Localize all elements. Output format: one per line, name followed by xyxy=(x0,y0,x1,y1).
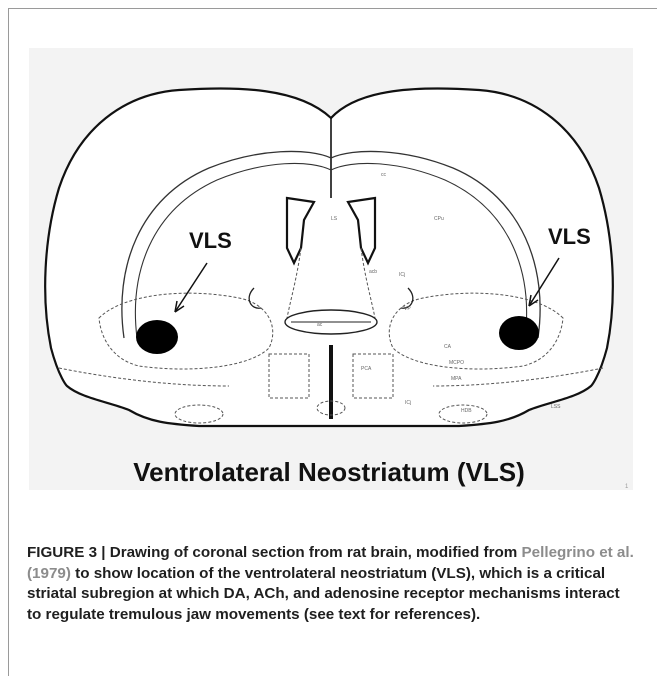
svg-text:PCA: PCA xyxy=(361,366,372,372)
left-vls-label: VLS xyxy=(189,228,232,253)
figure-caption: FIGURE 3 | Drawing of coronal section fr… xyxy=(27,543,637,625)
svg-text:ICj: ICj xyxy=(399,272,405,278)
frame-left-rule xyxy=(8,8,9,676)
svg-text:MPA: MPA xyxy=(451,376,462,382)
svg-text:ac: ac xyxy=(317,322,323,328)
caption-prefix: FIGURE 3 | Drawing of coronal section fr… xyxy=(27,544,517,561)
svg-text:CPu: CPu xyxy=(434,216,444,222)
svg-text:acb: acb xyxy=(369,269,377,275)
figure-title: Ventrolateral Neostriatum (VLS) xyxy=(133,457,525,487)
third-ventricle xyxy=(329,345,333,419)
svg-text:VP: VP xyxy=(404,306,411,312)
left-vls-marker xyxy=(136,320,178,354)
svg-text:LS: LS xyxy=(331,216,338,222)
right-vls-label: VLS xyxy=(548,224,591,249)
caption-body: to show location of the ventrolateral ne… xyxy=(27,565,620,623)
svg-text:HDB: HDB xyxy=(461,408,472,414)
figure-panel: cc CPu LS acb ICj ac VP CA PCA MCPO MPA … xyxy=(29,48,633,490)
svg-text:LSS: LSS xyxy=(551,404,561,410)
corner-mark: 1 xyxy=(625,484,628,490)
svg-text:MCPO: MCPO xyxy=(449,360,464,366)
svg-text:cc: cc xyxy=(381,172,387,178)
brain-section-drawing: cc CPu LS acb ICj ac VP CA PCA MCPO MPA … xyxy=(29,48,633,490)
frame-top-rule xyxy=(8,8,657,9)
svg-text:CA: CA xyxy=(444,344,452,350)
right-vls-marker xyxy=(499,316,539,350)
svg-text:ICj: ICj xyxy=(405,400,411,406)
